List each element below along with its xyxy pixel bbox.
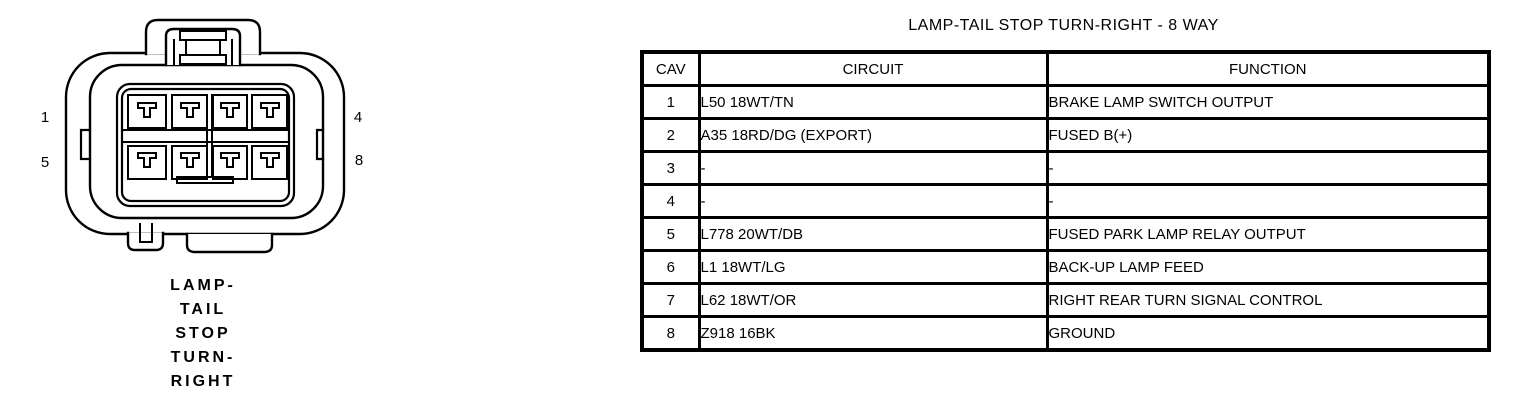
- table-row: 3 - -: [640, 150, 1491, 186]
- caption-line: STOP: [175, 325, 231, 342]
- circuit-cell: -: [697, 183, 1049, 219]
- function-cell: BACK-UP LAMP FEED: [1045, 249, 1491, 285]
- circuit-cell: -: [697, 150, 1049, 186]
- function-cell: FUSED B(+): [1045, 117, 1491, 153]
- connector-caption: LAMP- TAIL STOP TURN- RIGHT: [118, 274, 288, 394]
- cav-cell: 3: [640, 150, 701, 186]
- function-cell: BRAKE LAMP SWITCH OUTPUT: [1045, 84, 1491, 120]
- function-cell: GROUND: [1045, 315, 1491, 352]
- connector-terminals-bottom-row: [127, 145, 288, 180]
- table-row: 1 L50 18WT/TN BRAKE LAMP SWITCH OUTPUT: [640, 84, 1491, 120]
- connector-top-latch: [144, 18, 262, 67]
- connector-diagram: 1 4 5 8: [41, 18, 363, 254]
- table-row: 8 Z918 16BK GROUND: [640, 315, 1491, 352]
- function-cell: -: [1045, 183, 1491, 219]
- pinout-table-wrap: CAV CIRCUIT FUNCTION 1 L50 18WT/TN BRAKE…: [640, 50, 1491, 352]
- header-cav: CAV: [640, 50, 701, 87]
- pinout-table: CAV CIRCUIT FUNCTION 1 L50 18WT/TN BRAKE…: [640, 50, 1491, 352]
- connector-bottom-tabs: [126, 223, 274, 254]
- table-row: 4 - -: [640, 183, 1491, 219]
- pin-label-4: 4: [354, 109, 362, 126]
- table-row: 7 L62 18WT/OR RIGHT REAR TURN SIGNAL CON…: [640, 282, 1491, 318]
- header-function: FUNCTION: [1045, 50, 1491, 87]
- pin-label-5: 5: [41, 154, 49, 171]
- table-header-row: CAV CIRCUIT FUNCTION: [640, 50, 1491, 87]
- cav-cell: 6: [640, 249, 701, 285]
- table-row: 2 A35 18RD/DG (EXPORT) FUSED B(+): [640, 117, 1491, 153]
- pin-label-8: 8: [355, 152, 363, 169]
- pin-label-1: 1: [41, 109, 49, 126]
- cav-cell: 5: [640, 216, 701, 252]
- function-cell: RIGHT REAR TURN SIGNAL CONTROL: [1045, 282, 1491, 318]
- circuit-cell: Z918 16BK: [697, 315, 1049, 352]
- table-title: LAMP-TAIL STOP TURN-RIGHT - 8 WAY: [908, 17, 1219, 34]
- connector-terminals-top-row: [127, 94, 288, 129]
- caption-line: TAIL: [179, 301, 227, 318]
- caption-line: TURN-: [170, 349, 236, 366]
- function-cell: FUSED PARK LAMP RELAY OUTPUT: [1045, 216, 1491, 252]
- circuit-cell: L50 18WT/TN: [697, 84, 1049, 120]
- cav-cell: 1: [640, 84, 701, 120]
- circuit-cell: A35 18RD/DG (EXPORT): [697, 117, 1049, 153]
- table-row: 6 L1 18WT/LG BACK-UP LAMP FEED: [640, 249, 1491, 285]
- cav-cell: 4: [640, 183, 701, 219]
- caption-line: RIGHT: [170, 373, 236, 390]
- header-circuit: CIRCUIT: [697, 50, 1049, 87]
- connector-side-notches: [79, 128, 325, 161]
- table-row: 5 L778 20WT/DB FUSED PARK LAMP RELAY OUT…: [640, 216, 1491, 252]
- function-cell: -: [1045, 150, 1491, 186]
- circuit-cell: L1 18WT/LG: [697, 249, 1049, 285]
- cav-cell: 2: [640, 117, 701, 153]
- circuit-cell: L778 20WT/DB: [697, 216, 1049, 252]
- cav-cell: 8: [640, 315, 701, 352]
- circuit-cell: L62 18WT/OR: [697, 282, 1049, 318]
- cav-cell: 7: [640, 282, 701, 318]
- caption-line: LAMP-: [170, 277, 236, 294]
